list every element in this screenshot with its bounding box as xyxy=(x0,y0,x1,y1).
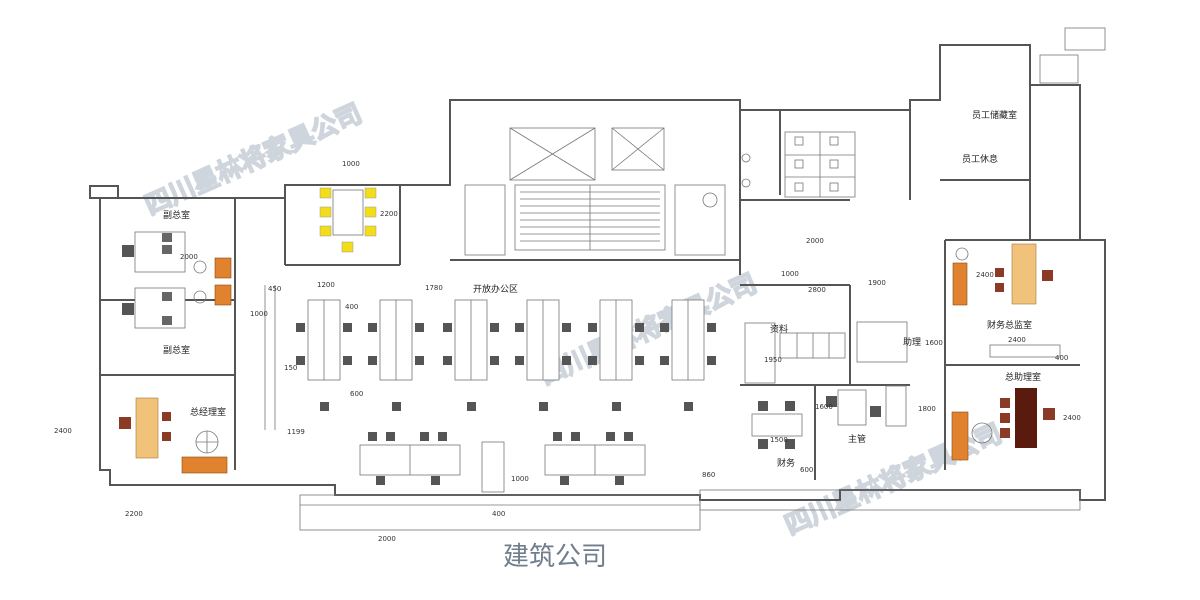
dimension-label: 400 xyxy=(492,510,505,518)
room-labels: 副总室 副总室 总经理室 开放办公区 资料 财务 助理 主管 财务总监室 总助理… xyxy=(163,109,1041,469)
chair xyxy=(995,268,1004,277)
dimension-label: 150 xyxy=(284,364,297,372)
chair xyxy=(122,303,134,315)
chair xyxy=(162,432,171,441)
chair xyxy=(122,245,134,257)
dimension-label: 1000 xyxy=(250,310,268,318)
dimension-labels: 1000 2200 2000 450 1200 1000 400 1780 15… xyxy=(54,160,1081,543)
chair xyxy=(1000,428,1010,438)
room-label-supervisor: 主管 xyxy=(848,433,866,445)
room-label-archives: 资料 xyxy=(770,323,788,335)
meeting-room xyxy=(319,187,377,253)
gm-office xyxy=(119,397,228,474)
room-label-staff-lounge: 员工休息 xyxy=(962,153,998,165)
dimension-label: 1600 xyxy=(815,403,833,411)
dimension-label: 2000 xyxy=(806,237,824,245)
assistant-desk xyxy=(1015,388,1037,448)
chair xyxy=(162,412,171,421)
room-label-general-assistant: 总助理室 xyxy=(1005,371,1041,383)
chair xyxy=(119,417,131,429)
restrooms xyxy=(741,131,856,198)
chair xyxy=(364,206,377,218)
room-label-staff-storage: 员工储藏室 xyxy=(972,109,1017,121)
dimension-label: 2400 xyxy=(1063,414,1081,422)
dimension-label: 2400 xyxy=(1008,336,1026,344)
dimension-label: 1200 xyxy=(317,281,335,289)
chair xyxy=(364,225,377,237)
cfo-desk xyxy=(1011,243,1037,305)
dimension-label: 1900 xyxy=(868,279,886,287)
dimension-label: 1800 xyxy=(918,405,936,413)
gm-desk xyxy=(135,397,159,459)
dimension-label: 1199 xyxy=(287,428,305,436)
sofa xyxy=(181,456,228,474)
dimension-label: 1950 xyxy=(764,356,782,364)
chair xyxy=(341,241,354,253)
dimension-label: 2200 xyxy=(380,210,398,218)
sofa xyxy=(951,411,969,461)
dimension-label: 2800 xyxy=(808,286,826,294)
room-label-vp-bottom: 副总室 xyxy=(163,344,190,356)
dimension-label: 400 xyxy=(1055,354,1068,362)
room-label-open-office: 开放办公区 xyxy=(473,283,518,295)
room-label-vp-top: 副总室 xyxy=(163,209,190,221)
dimension-label: 450 xyxy=(268,285,281,293)
finance-area xyxy=(744,321,908,449)
chair xyxy=(162,292,172,301)
room-label-cfo: 财务总监室 xyxy=(987,319,1032,331)
page-caption: 建筑公司 xyxy=(503,542,607,572)
dimension-label: 1600 xyxy=(925,339,943,347)
chair xyxy=(1000,398,1010,408)
interior-walls xyxy=(100,85,1080,480)
room-label-assistant: 助理 xyxy=(903,336,921,348)
dimension-label: 400 xyxy=(345,303,358,311)
chair xyxy=(1042,270,1053,281)
chair xyxy=(319,206,332,218)
dimension-label: 1000 xyxy=(781,270,799,278)
dimension-label: 2000 xyxy=(180,253,198,261)
dimension-label: 1000 xyxy=(342,160,360,168)
chair xyxy=(162,316,172,325)
dimension-label: 1000 xyxy=(511,475,529,483)
sofa xyxy=(952,262,968,306)
dimension-label: 1780 xyxy=(425,284,443,292)
chair xyxy=(162,233,172,242)
dimension-label: 2000 xyxy=(378,535,396,543)
chair xyxy=(1000,413,1010,423)
dimension-label: 860 xyxy=(702,471,715,479)
room-label-finance: 财务 xyxy=(777,457,795,469)
open-office-workstations xyxy=(296,299,716,493)
armchair xyxy=(214,284,232,306)
armchair xyxy=(214,257,232,279)
chair xyxy=(319,225,332,237)
chair xyxy=(1043,408,1055,420)
dimension-label: 600 xyxy=(800,466,813,474)
dimension-label: 2200 xyxy=(125,510,143,518)
room-label-gm: 总经理室 xyxy=(190,406,226,418)
chair xyxy=(364,187,377,199)
dimension-label: 1500 xyxy=(770,436,788,444)
chair xyxy=(995,283,1004,292)
building-core xyxy=(464,127,726,256)
chair xyxy=(319,187,332,199)
dimension-label: 2400 xyxy=(54,427,72,435)
vp-offices xyxy=(122,231,232,329)
chair xyxy=(162,245,172,254)
executive-offices-right xyxy=(951,243,1061,461)
dimension-label: 2400 xyxy=(976,271,994,279)
dimension-label: 600 xyxy=(350,390,363,398)
